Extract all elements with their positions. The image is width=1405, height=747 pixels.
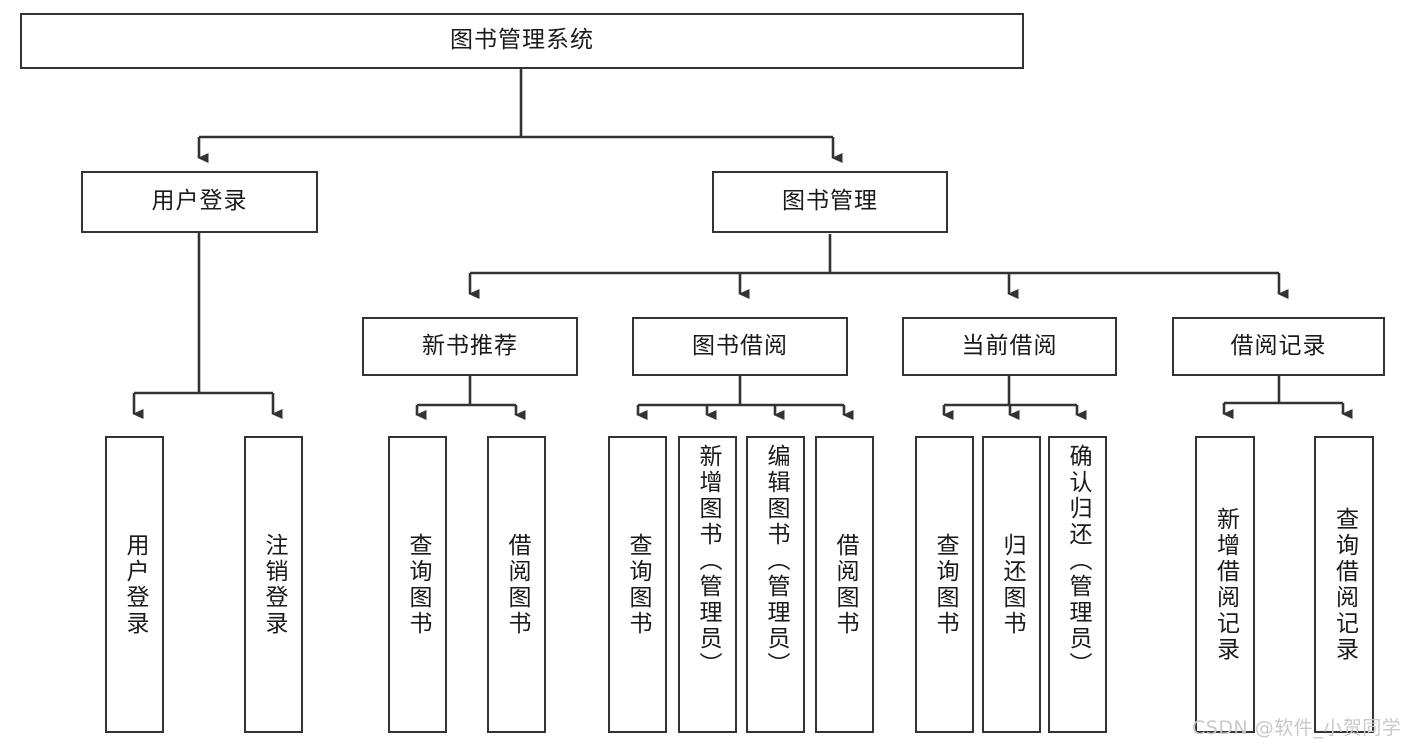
- node-label: 查询图书: [932, 532, 958, 637]
- leaf-book-borrow-add-book-admin[interactable]: 新增图书（管理员）: [678, 436, 737, 733]
- node-user-login[interactable]: 用户登录: [81, 171, 318, 233]
- leaf-book-borrow-query-book[interactable]: 查询图书: [608, 436, 667, 733]
- leaf-new-book-query-book[interactable]: 查询图书: [388, 436, 447, 733]
- node-label: 查询图书: [405, 532, 431, 637]
- node-label: 图书管理: [782, 188, 878, 215]
- leaf-user-login-logout[interactable]: 注销登录: [244, 436, 303, 733]
- node-label: 借阅图书: [832, 532, 858, 637]
- node-label: 用户登录: [151, 188, 248, 215]
- node-label: 新增借阅记录: [1212, 506, 1239, 663]
- node-book-borrow[interactable]: 图书借阅: [632, 317, 848, 376]
- node-label: 新增图书（管理员）: [695, 444, 721, 678]
- leaf-borrow-record-query-record[interactable]: 查询借阅记录: [1314, 436, 1374, 733]
- node-book-management[interactable]: 图书管理: [712, 171, 948, 233]
- node-label: 用户登录: [122, 532, 148, 637]
- leaf-user-login-login[interactable]: 用户登录: [105, 436, 164, 733]
- leaf-book-borrow-edit-book-admin[interactable]: 编辑图书（管理员）: [746, 436, 805, 733]
- leaf-current-borrow-query-book[interactable]: 查询图书: [915, 436, 974, 733]
- node-label: 编辑图书（管理员）: [763, 444, 789, 678]
- leaf-current-borrow-return-book[interactable]: 归还图书: [982, 436, 1041, 733]
- leaf-current-borrow-confirm-return-admin[interactable]: 确认归还（管理员）: [1048, 436, 1107, 733]
- leaf-borrow-record-add-record[interactable]: 新增借阅记录: [1195, 436, 1255, 733]
- node-label: 查询图书: [625, 532, 651, 637]
- node-label: 注销登录: [261, 532, 287, 637]
- node-label: 借阅图书: [504, 532, 530, 637]
- leaf-book-borrow-borrow-book[interactable]: 借阅图书: [815, 436, 874, 733]
- node-current-borrow[interactable]: 当前借阅: [902, 317, 1117, 376]
- node-label: 当前借阅: [961, 332, 1058, 359]
- node-label: 图书管理系统: [450, 27, 594, 54]
- csdn-watermark: CSDN @软件_小贺同学: [1192, 717, 1402, 739]
- leaf-new-book-borrow-book[interactable]: 借阅图书: [487, 436, 546, 733]
- node-new-book-recommend[interactable]: 新书推荐: [362, 317, 578, 376]
- node-label: 归还图书: [999, 532, 1025, 637]
- node-label: 借阅记录: [1230, 332, 1327, 359]
- node-label: 新书推荐: [422, 332, 518, 359]
- node-root-book-management-system[interactable]: 图书管理系统: [20, 13, 1024, 69]
- node-borrow-record[interactable]: 借阅记录: [1172, 317, 1385, 376]
- node-label: 图书借阅: [692, 332, 788, 359]
- node-label: 查询借阅记录: [1331, 506, 1358, 663]
- node-label: 确认归还（管理员）: [1065, 444, 1091, 678]
